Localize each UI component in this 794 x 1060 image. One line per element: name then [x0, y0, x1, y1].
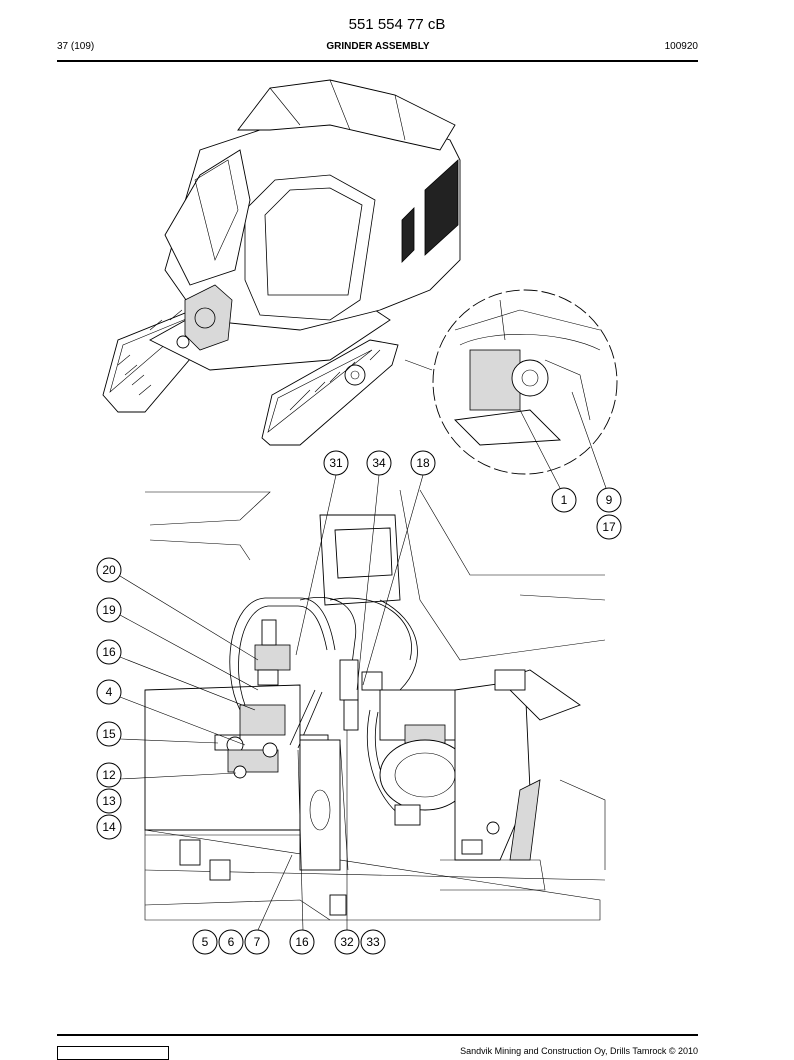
svg-text:19: 19 [102, 603, 116, 617]
svg-text:17: 17 [602, 520, 616, 534]
callout-13: 13 [96, 788, 122, 814]
svg-text:13: 13 [102, 794, 116, 808]
callout-9: 9 [596, 487, 622, 513]
page-title: GRINDER ASSEMBLY [326, 41, 430, 52]
footer-copyright: Sandvik Mining and Construction Oy, Dril… [460, 1046, 698, 1056]
callout-12: 12 [96, 762, 122, 788]
callout-34: 34 [366, 450, 392, 476]
callout-4: 4 [96, 679, 122, 705]
svg-text:7: 7 [254, 935, 261, 949]
svg-text:16: 16 [102, 645, 116, 659]
callout-7: 7 [244, 929, 270, 955]
header-rule [57, 60, 698, 62]
svg-text:1: 1 [561, 493, 568, 507]
svg-text:18: 18 [416, 456, 430, 470]
drill-rig-overview [102, 79, 461, 446]
callout-6: 6 [218, 929, 244, 955]
callout-1: 1 [551, 487, 577, 513]
callout-32: 32 [334, 929, 360, 955]
callout-18: 18 [410, 450, 436, 476]
callout-31: 31 [323, 450, 349, 476]
callout-20: 20 [96, 557, 122, 583]
callout-leaders [119, 474, 424, 931]
svg-text:34: 34 [372, 456, 386, 470]
svg-text:12: 12 [102, 768, 116, 782]
svg-text:31: 31 [329, 456, 343, 470]
callout-15: 15 [96, 721, 122, 747]
svg-text:4: 4 [106, 685, 113, 699]
svg-text:9: 9 [606, 493, 613, 507]
svg-text:5: 5 [202, 935, 209, 949]
svg-text:6: 6 [228, 935, 235, 949]
svg-text:14: 14 [102, 820, 116, 834]
callout-33: 33 [360, 929, 386, 955]
document-code: 100920 [664, 41, 698, 52]
circular-detail-view [432, 289, 618, 489]
callout-14: 14 [96, 814, 122, 840]
footer-rule [57, 1034, 698, 1036]
svg-text:32: 32 [340, 935, 354, 949]
svg-text:16: 16 [295, 935, 309, 949]
svg-text:33: 33 [366, 935, 380, 949]
svg-text:15: 15 [102, 727, 116, 741]
page-number: 37 (109) [57, 41, 95, 52]
callout-16-bottom: 16 [289, 929, 315, 955]
document-number: 551 554 77 cB [348, 16, 446, 33]
grinder-detail-view [144, 489, 606, 921]
callout-19: 19 [96, 597, 122, 623]
company-logo [57, 1046, 169, 1060]
callout-5: 5 [192, 929, 218, 955]
svg-text:20: 20 [102, 563, 116, 577]
callout-16-left: 16 [96, 639, 122, 665]
callout-17: 17 [596, 514, 622, 540]
